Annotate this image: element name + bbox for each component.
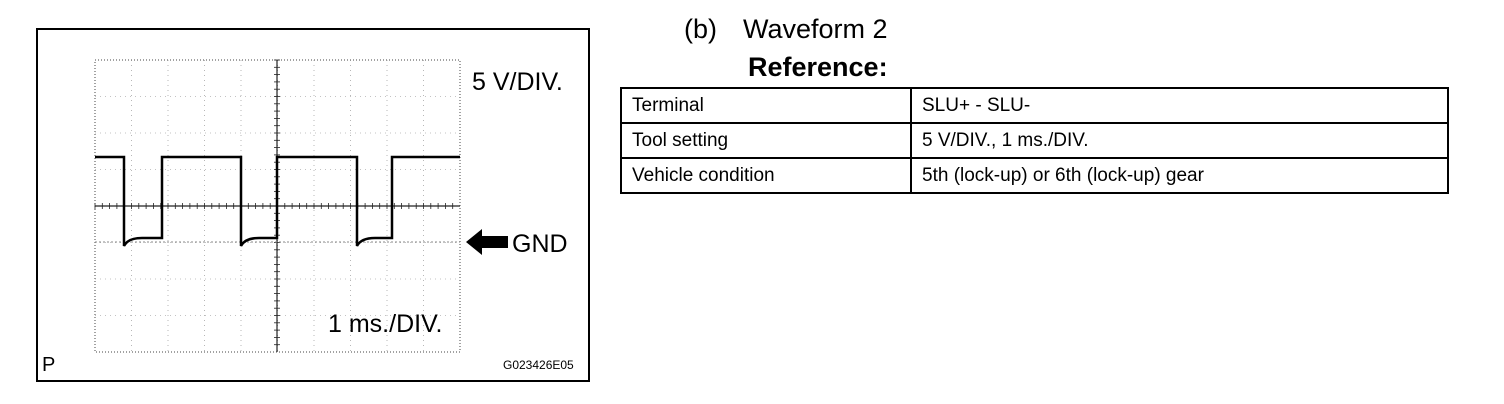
row-label: Tool setting [620,122,912,159]
gnd-label: GND [512,230,568,258]
figure-code: G023426E05 [503,358,574,372]
volts-per-div-label: 5 V/DIV. [472,68,563,96]
subtitle-index: (b) [684,14,717,44]
waveform-trace [95,155,460,247]
reference-heading: Reference: [748,52,888,82]
scope-frame [36,28,590,382]
row-label: Vehicle condition [620,157,912,194]
table-row: Vehicle condition 5th (lock-up) or 6th (… [620,157,1449,194]
row-value: 5 V/DIV., 1 ms./DIV. [910,122,1449,159]
subtitle-text: Waveform 2 [743,14,888,44]
reference-table: Terminal SLU+ - SLU- Tool setting 5 V/DI… [620,87,1449,194]
table-row: Terminal SLU+ - SLU- [620,87,1449,124]
time-per-div-label: 1 ms./DIV. [328,310,443,338]
corner-mark: P [42,354,56,376]
gnd-arrow-icon [466,229,508,255]
table-row: Tool setting 5 V/DIV., 1 ms./DIV. [620,122,1449,159]
row-value: 5th (lock-up) or 6th (lock-up) gear [910,157,1449,194]
waveform-subtitle: (b) Waveform 2 [684,14,888,45]
row-value: SLU+ - SLU- [910,87,1449,124]
row-label: Terminal [620,87,912,124]
